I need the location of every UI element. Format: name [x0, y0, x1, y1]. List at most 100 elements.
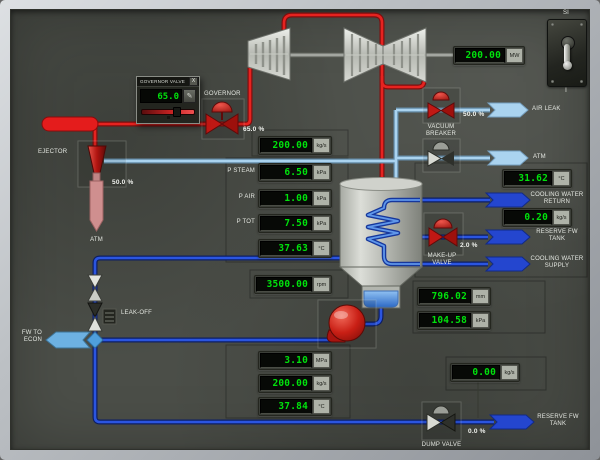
- display-p-steam: 6.50 kPa: [258, 163, 332, 182]
- governor-valve-icon[interactable]: [201, 98, 245, 140]
- display-value: 3500.00: [256, 277, 312, 292]
- display-pump-speed: 3500.00 rpm: [254, 275, 332, 294]
- display-steam-flow: 200.00 kg/s: [258, 136, 332, 155]
- display-value: 1.00: [260, 191, 312, 206]
- display-unit: mm: [472, 289, 489, 304]
- display-hotwell-level: 796.02 mm: [417, 287, 491, 306]
- display-unit: kPa: [313, 165, 330, 180]
- display-p-air: 1.00 kPa: [258, 189, 332, 208]
- tag-reserve-fw-tank: RESERVE FW TANK: [536, 229, 578, 242]
- ejector-atm-arrow: [89, 180, 104, 232]
- steam-pipes: [90, 12, 427, 186]
- flow-tag-arrows: [41, 102, 535, 430]
- lp-turbine: [343, 27, 427, 83]
- display-unit: MW: [506, 48, 523, 63]
- tag-arrow-reserve-fw-tank: [484, 229, 531, 245]
- display-value: 3.10: [260, 353, 312, 368]
- tag-arrow-reserve-fw-tank-2: [488, 414, 535, 430]
- tag-atm: ATM: [533, 154, 546, 160]
- display-generator-load: 200.00 MW: [453, 46, 525, 65]
- display-unit: kg/s: [501, 365, 518, 380]
- popup-title-bar[interactable]: GOVERNOR VALVE X: [137, 77, 199, 87]
- popup-valve-slider[interactable]: [141, 107, 195, 119]
- governor-valve-popup: GOVERNOR VALVE X 65.0 ✎: [136, 76, 200, 124]
- tag-cooling-water-supply: COOLING WATER SUPPLY: [530, 256, 584, 269]
- switch-bottom-label: I: [565, 88, 567, 94]
- display-value: 200.00: [260, 138, 312, 153]
- make-up-valve-icon[interactable]: [423, 212, 464, 256]
- display-p-tot: 7.50 kPa: [258, 214, 332, 233]
- display-unit: °C: [313, 241, 330, 256]
- display-unit: MPa: [313, 353, 330, 368]
- label-p-tot: P TOT: [236, 219, 255, 225]
- screw-icon: [551, 23, 554, 26]
- display-cw-return-temp: 31.62 °C: [502, 169, 572, 188]
- tag-cooling-water-return: COOLING WATER RETURN: [530, 192, 584, 205]
- display-condenser-temp: 37.63 °C: [258, 239, 332, 258]
- display-unit: °C: [313, 399, 330, 414]
- display-fw-temp: 37.84 °C: [258, 397, 332, 416]
- pipe-junction-diamond: [86, 331, 104, 349]
- vacuum-breaker-position: 50.0 %: [463, 111, 485, 118]
- condenser: [338, 177, 424, 309]
- slider-thumb[interactable]: [173, 107, 182, 117]
- display-fw-flow: 200.00 kg/s: [258, 374, 332, 393]
- make-up-position: 2.0 %: [460, 242, 478, 249]
- ejector-position: 50.0 %: [112, 179, 134, 186]
- display-value: 7.50: [260, 216, 312, 231]
- dump-position: 0.0 %: [468, 428, 486, 435]
- display-value: 104.58: [419, 313, 471, 328]
- vacuum-breaker-valve-icon[interactable]: [422, 87, 461, 124]
- cooling-coil: [365, 197, 420, 267]
- label-ejector: EJECTOR: [38, 149, 68, 155]
- display-discharge-pressure: 3.10 MPa: [258, 351, 332, 370]
- display-unit: kPa: [313, 216, 330, 231]
- label-governor: GOVERNOR: [204, 91, 241, 97]
- atm-valve-icon[interactable]: [422, 138, 461, 173]
- switch-top-label: SI: [562, 10, 570, 16]
- popup-edit-button[interactable]: ✎: [183, 89, 196, 103]
- popup-close-button[interactable]: X: [189, 77, 198, 86]
- label-vacuum-breaker: VACUUM BREAKER: [425, 124, 457, 137]
- display-value: 0.00: [452, 365, 500, 380]
- display-value: 37.84: [260, 399, 312, 414]
- tag-fw-to-econ: FW TO ECON: [21, 330, 42, 343]
- steam-supply-lozenge: [41, 116, 99, 132]
- screw-icon: [580, 23, 583, 26]
- breaker-toggle-switch[interactable]: [547, 19, 587, 87]
- screw-icon: [580, 80, 583, 83]
- display-value: 6.50: [260, 165, 312, 180]
- condensate-pump[interactable]: [317, 299, 377, 349]
- dump-valve-icon[interactable]: [421, 401, 462, 441]
- display-value: 200.00: [260, 376, 312, 391]
- screw-icon: [551, 80, 554, 83]
- display-unit: kg/s: [553, 210, 570, 225]
- display-pump-suction-pressure: 104.58 kPa: [417, 311, 491, 330]
- label-dump-valve: DUMP VALVE: [421, 442, 462, 448]
- tag-arrow-air-leak: [486, 102, 529, 118]
- tag-arrow-cooling-water-return: [484, 192, 531, 208]
- tag-reserve-fw-tank-2: RESERVE FW TANK: [537, 414, 579, 427]
- display-value: 37.63: [260, 241, 312, 256]
- popup-title: GOVERNOR VALVE: [140, 79, 186, 84]
- tag-arrow-fw-to-econ: [45, 331, 92, 349]
- leak-off-valves-icon[interactable]: [87, 274, 117, 332]
- display-unit: kPa: [472, 313, 489, 328]
- display-dump-flow: 0.00 kg/s: [450, 363, 520, 382]
- governor-position: 65.0 %: [243, 126, 265, 133]
- switch-lever[interactable]: [564, 44, 570, 64]
- tag-arrow-cooling-water-supply: [484, 256, 531, 272]
- switch-knob[interactable]: [562, 61, 572, 70]
- display-unit: rpm: [313, 277, 330, 292]
- label-p-steam: P STEAM: [227, 168, 255, 174]
- tag-arrow-atm: [486, 150, 529, 166]
- popup-value-field[interactable]: 65.0: [140, 89, 182, 103]
- display-make-up-flow: 0.20 kg/s: [502, 208, 572, 227]
- display-unit: kPa: [313, 191, 330, 206]
- display-value: 200.00: [455, 48, 505, 63]
- label-atm-ejector: ATM: [90, 237, 103, 243]
- slider-track[interactable]: [141, 109, 195, 115]
- display-unit: °C: [553, 171, 570, 186]
- label-leak-off: LEAK-OFF: [121, 310, 152, 316]
